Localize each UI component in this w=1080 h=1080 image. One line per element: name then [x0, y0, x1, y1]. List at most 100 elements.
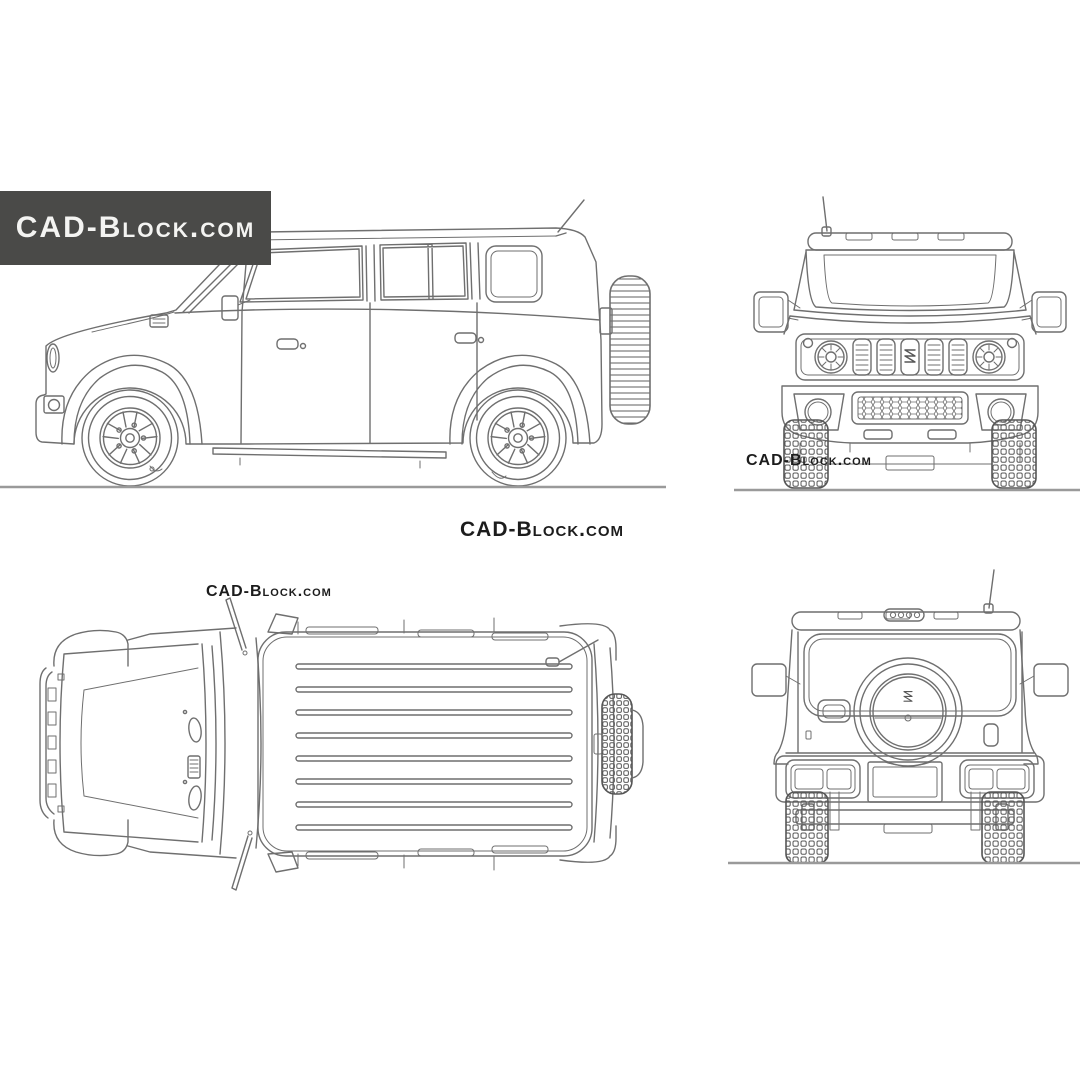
bumper-lower-slot — [927, 429, 957, 440]
top-hood — [59, 643, 199, 843]
hood-latch — [188, 785, 202, 811]
front-left-tire — [783, 419, 829, 489]
rear-right-tire — [981, 791, 1025, 864]
right-taillight-lens — [996, 768, 1026, 790]
right-mirror-arm — [1019, 299, 1033, 321]
front-door-window — [239, 245, 364, 303]
hood-latch — [188, 717, 202, 743]
right-taillight-lens — [968, 768, 994, 790]
top-spare-cover — [631, 709, 644, 779]
top-rear-fenders — [559, 623, 617, 863]
brake-light-led — [913, 611, 921, 619]
front-view-drawing — [753, 196, 1067, 489]
cad-block-logo-text: CAD-Block.com — [15, 211, 256, 244]
rear-side-lamp — [983, 723, 999, 747]
rear-left-mirror — [751, 663, 787, 697]
left-mirror-glass — [758, 296, 784, 328]
suzuki-s-logo-icon — [903, 691, 913, 702]
gutter-slot — [933, 611, 959, 620]
c-pillar — [469, 242, 481, 300]
side-body-outline — [35, 227, 603, 445]
left-fog-lamp-inner — [807, 401, 829, 423]
hood-edge — [783, 315, 1037, 335]
rear-fender-flare — [449, 354, 591, 445]
left-headlight — [814, 340, 848, 374]
cowl-vent — [187, 755, 201, 779]
right-mirror-glass — [1036, 296, 1062, 328]
front-right-tire — [991, 419, 1037, 489]
left-fog-recess — [793, 393, 845, 431]
brake-light-led — [889, 611, 897, 619]
top-wiper-right — [231, 835, 253, 891]
top-hood-crease — [80, 667, 199, 819]
bumper-lower-slot — [863, 429, 893, 440]
tow-hooks — [149, 465, 507, 479]
side-fender-vent — [149, 314, 169, 328]
washer-nozzle — [182, 779, 188, 785]
tailgate-handle-inner — [822, 704, 846, 719]
side-spare-mount — [599, 307, 613, 335]
left-mirror-arm — [787, 299, 801, 321]
license-plate-inner — [872, 766, 938, 798]
tow-tab — [883, 823, 933, 834]
tow-hook-dot — [149, 466, 155, 472]
top-front-fender-left — [53, 627, 237, 667]
bumper-mesh-frame — [857, 396, 963, 420]
rear-right-mirror-arm — [1019, 675, 1035, 685]
top-front-fender-right — [53, 819, 237, 859]
left-mirror — [753, 291, 789, 333]
side-mirror-arm — [237, 299, 251, 306]
side-roof-drip-rail — [251, 235, 557, 241]
side-step — [212, 447, 447, 459]
side-view-drawing — [35, 199, 651, 486]
gutter-slot — [885, 611, 911, 620]
wiper-pivot — [242, 650, 248, 656]
rear-wheel — [470, 390, 566, 486]
side-antenna — [555, 199, 585, 237]
top-edge-trims — [297, 617, 549, 871]
brake-light-led — [905, 611, 913, 619]
rear-door-window — [379, 242, 469, 301]
wiper-pivot — [247, 830, 253, 836]
cowl-vent-slats — [189, 759, 199, 773]
top-spare-tire — [601, 693, 633, 795]
quarter-window-inner — [490, 250, 538, 298]
bumper-mesh — [858, 397, 962, 419]
beltline — [174, 308, 601, 321]
side-fender-vent-slats — [152, 318, 166, 324]
grille — [795, 333, 1025, 381]
top-front-fascia — [39, 667, 55, 819]
front-underbody-box — [885, 455, 935, 471]
roof-ribs — [295, 663, 573, 831]
side-step-brackets — [239, 457, 421, 469]
top-cowl — [201, 643, 217, 843]
side-bumper-lamp — [43, 395, 65, 414]
bumper-grille-opening — [851, 391, 969, 425]
front-wheel — [82, 390, 178, 486]
front-door-seam — [240, 251, 248, 444]
a-pillars — [793, 251, 1027, 311]
rear-door-handle-cup — [477, 336, 485, 344]
top-view-drawing — [39, 597, 644, 891]
front-fender-flare — [61, 354, 203, 445]
side-bonnet-cut — [91, 311, 175, 333]
grille-slots — [852, 338, 968, 376]
top-antenna — [558, 639, 599, 663]
front-door-handle — [276, 338, 299, 350]
side-headlight — [46, 343, 60, 373]
tailgate-seams — [785, 631, 1035, 754]
grille-logo-panel — [900, 338, 920, 376]
left-taillight-lens — [794, 768, 824, 790]
side-mirror — [221, 295, 239, 321]
side-headlight-inner — [49, 347, 57, 369]
front-antenna-base — [821, 226, 832, 237]
gutter-slot — [845, 232, 873, 241]
washer-nozzle — [182, 709, 188, 715]
rear-door-handle — [454, 332, 477, 344]
mud-flaps — [829, 791, 981, 831]
top-antenna-base — [545, 657, 560, 667]
tailgate-handle — [817, 699, 851, 723]
gutter-slot — [891, 232, 919, 241]
ground-lines — [0, 485, 1080, 865]
top-fascia-details — [47, 673, 65, 813]
